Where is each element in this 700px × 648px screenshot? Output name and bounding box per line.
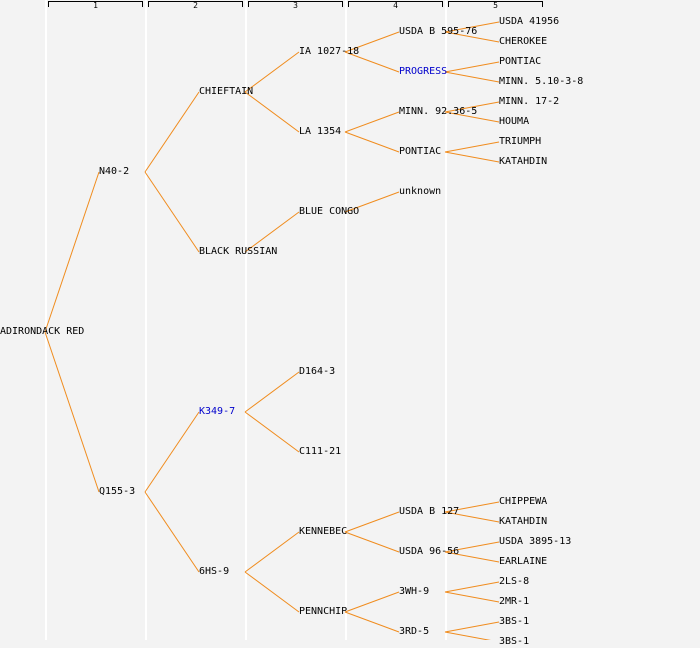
pedigree-link — [144, 171, 200, 253]
pedigree-link — [344, 51, 400, 73]
generation-number: 2 — [193, 1, 198, 10]
pedigree-node[interactable]: K349-7 — [199, 406, 236, 417]
pedigree-node: 2MR-1 — [499, 596, 530, 607]
pedigree-node: BLACK RUSSIAN — [199, 246, 278, 257]
pedigree-link — [244, 91, 300, 133]
pedigree-node: MINN. 5.10-3-8 — [499, 76, 584, 87]
pedigree-link — [44, 171, 100, 333]
pedigree-node: 6HS-9 — [199, 566, 230, 577]
column-separator — [245, 0, 247, 640]
pedigree-node: MINN. 17-2 — [499, 96, 560, 107]
generation-header-5: 5 — [448, 1, 543, 10]
pedigree-link — [344, 531, 400, 553]
generation-header-3: 3 — [248, 1, 343, 10]
pedigree-node: USDA 3895-13 — [499, 536, 572, 547]
pedigree-link — [444, 101, 500, 113]
pedigree-link — [244, 51, 300, 93]
pedigree-link — [444, 501, 500, 513]
pedigree-link — [144, 91, 200, 173]
pedigree-node: PENNCHIP — [299, 606, 348, 617]
pedigree-node: PONTIAC — [399, 146, 442, 157]
pedigree-node: HOUMA — [499, 116, 530, 127]
generation-number: 1 — [93, 1, 98, 10]
pedigree-node: CHIEFTAIN — [199, 86, 254, 97]
column-separator — [345, 0, 347, 640]
pedigree-node: KENNEBEC — [299, 526, 348, 537]
pedigree-link — [344, 131, 400, 153]
pedigree-node: N40-2 — [99, 166, 130, 177]
generation-number: 4 — [393, 1, 398, 10]
pedigree-node: BLUE CONGO — [299, 206, 360, 217]
pedigree-link — [344, 191, 400, 213]
pedigree-link — [444, 581, 500, 593]
pedigree-node: CHIPPEWA — [499, 496, 548, 507]
column-separator — [445, 0, 447, 640]
pedigree-node: 3WH-9 — [399, 586, 430, 597]
pedigree-link — [444, 591, 500, 603]
pedigree-node: C111-21 — [299, 446, 342, 457]
pedigree-link — [44, 331, 100, 493]
pedigree-link — [344, 111, 400, 133]
pedigree-node: CHEROKEE — [499, 36, 548, 47]
pedigree-node: 3RD-5 — [399, 626, 430, 637]
pedigree-link — [344, 611, 400, 633]
pedigree-node: KATAHDIN — [499, 156, 548, 167]
pedigree-link — [444, 541, 500, 553]
pedigree-link — [444, 21, 500, 33]
pedigree-node: unknown — [399, 186, 442, 197]
pedigree-link — [244, 411, 300, 453]
pedigree-link — [344, 511, 400, 533]
pedigree-link — [244, 371, 300, 413]
pedigree-node: IA 1027-18 — [299, 46, 360, 57]
generation-header-2: 2 — [148, 1, 243, 10]
pedigree-node[interactable]: PROGRESS — [399, 66, 448, 77]
pedigree-node: 3BS-1 — [499, 616, 530, 627]
generation-header-4: 4 — [348, 1, 443, 10]
column-separator — [45, 0, 47, 640]
pedigree-link — [244, 571, 300, 613]
generation-header-1: 1 — [48, 1, 143, 10]
pedigree-node: TRIUMPH — [499, 136, 542, 147]
column-separator — [145, 0, 147, 640]
pedigree-link — [444, 31, 500, 43]
pedigree-link — [444, 61, 500, 73]
pedigree-node: ADIRONDACK RED — [0, 326, 85, 337]
pedigree-node: PONTIAC — [499, 56, 542, 67]
pedigree-link — [444, 551, 500, 563]
pedigree-link — [344, 591, 400, 613]
pedigree-node: 3BS-1 — [499, 636, 530, 647]
pedigree-link — [444, 511, 500, 523]
pedigree-node: EARLAINE — [499, 556, 548, 567]
pedigree-link — [144, 411, 200, 493]
pedigree-link — [444, 631, 491, 640]
pedigree-node: LA 1354 — [299, 126, 342, 137]
pedigree-node: USDA 96-56 — [399, 546, 460, 557]
generation-number: 5 — [493, 1, 498, 10]
pedigree-node: USDA B 595-76 — [399, 26, 478, 37]
pedigree-node: KATAHDIN — [499, 516, 548, 527]
pedigree-node: USDA B 127 — [399, 506, 460, 517]
pedigree-link — [444, 71, 500, 83]
pedigree-node: 2LS-8 — [499, 576, 530, 587]
generation-number: 3 — [293, 1, 298, 10]
pedigree-link — [344, 31, 400, 53]
pedigree-link — [244, 211, 300, 253]
pedigree-node: USDA 41956 — [499, 16, 560, 27]
pedigree-node: MINN. 92.36-5 — [399, 106, 478, 117]
pedigree-node: D164-3 — [299, 366, 336, 377]
pedigree-link — [244, 531, 300, 573]
pedigree-link — [144, 491, 200, 573]
pedigree-link — [444, 151, 500, 163]
pedigree-link — [444, 111, 500, 123]
pedigree-link — [444, 141, 500, 153]
pedigree-link — [444, 621, 500, 633]
pedigree-node: Q155-3 — [99, 486, 136, 497]
